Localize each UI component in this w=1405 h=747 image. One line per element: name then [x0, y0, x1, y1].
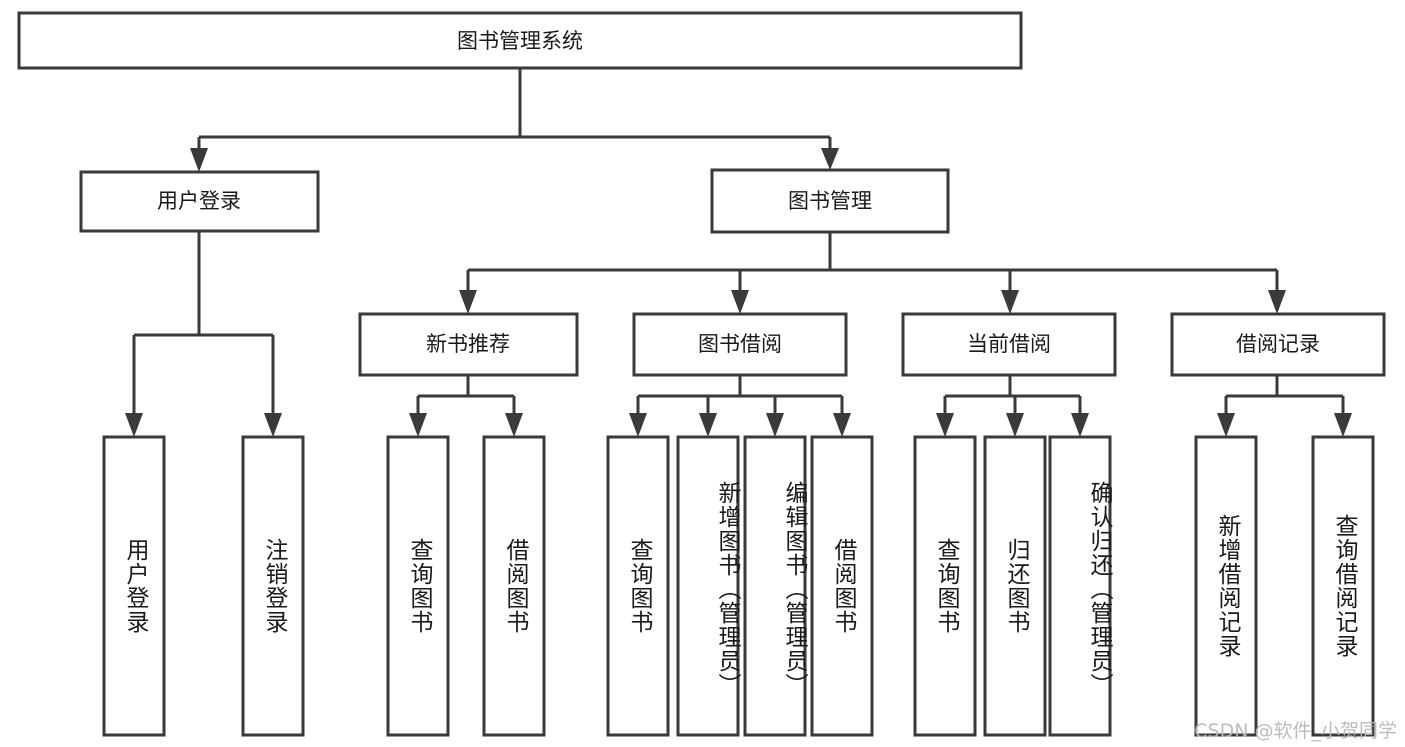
arrowhead-icon	[1071, 413, 1089, 437]
node-label-book-borrow: 图书借阅	[698, 332, 782, 356]
node-box-user-login[interactable]	[79, 170, 320, 233]
node-box-leaf-book-borrow-2[interactable]	[676, 435, 740, 737]
node-box-leaf-book-borrow-1[interactable]	[606, 435, 670, 737]
node-label-user-login: 用户登录	[157, 189, 241, 213]
arrowhead-icon	[699, 413, 717, 437]
arrowhead-icon	[264, 413, 282, 437]
node-label-borrow-record: 借阅记录	[1236, 332, 1320, 356]
node-box-book-borrow[interactable]	[632, 312, 848, 377]
node-box-leaf-new-book-2[interactable]	[482, 435, 546, 737]
node-box-leaf-current-borrow-3[interactable]	[1048, 435, 1112, 737]
node-box-leaf-book-borrow-4[interactable]	[810, 435, 874, 737]
node-label-new-book: 新书推荐	[426, 332, 510, 356]
node-box-book-manage[interactable]	[710, 168, 950, 234]
node-layer: 图书管理系统 用户登录 图书管理 新书推荐 图书借阅 当前借阅 借阅记录	[17, 11, 1386, 737]
node-label-root: 图书管理系统	[457, 29, 583, 53]
arrowhead-icon	[821, 148, 839, 170]
node-box-current-borrow[interactable]	[901, 312, 1117, 377]
arrowhead-icon	[409, 413, 427, 437]
node-box-leaf-borrow-record-1[interactable]	[1194, 435, 1258, 737]
node-box-leaf-current-borrow-1[interactable]	[913, 435, 977, 737]
arrowhead-icon	[731, 290, 749, 314]
arrowhead-icon	[190, 148, 208, 172]
node-box-leaf-book-borrow-3[interactable]	[743, 435, 807, 737]
arrowhead-icon	[1268, 290, 1286, 314]
csdn-watermark: CSDN @软件_小贺同学	[1194, 720, 1397, 742]
node-box-leaf-new-book-1[interactable]	[386, 435, 450, 737]
arrowhead-icon	[125, 413, 143, 437]
arrowhead-icon	[1217, 413, 1235, 437]
node-box-leaf-user-login-1[interactable]	[102, 435, 166, 737]
arrowhead-icon	[1334, 413, 1352, 437]
node-box-root[interactable]	[17, 11, 1023, 70]
arrowhead-icon	[833, 413, 851, 437]
arrowhead-icon	[1006, 413, 1024, 437]
arrowhead-icon	[505, 413, 523, 437]
arrowhead-icon	[766, 413, 784, 437]
node-box-borrow-record[interactable]	[1170, 312, 1386, 377]
node-box-leaf-borrow-record-2[interactable]	[1311, 435, 1375, 737]
node-label-current-borrow: 当前借阅	[967, 332, 1051, 356]
arrowhead-icon	[936, 413, 954, 437]
connector-layer	[132, 68, 1345, 413]
arrowhead-icon	[629, 413, 647, 437]
node-box-new-book[interactable]	[358, 312, 579, 377]
node-box-leaf-user-login-2[interactable]	[241, 435, 305, 737]
node-label-book-manage: 图书管理	[788, 189, 872, 213]
arrowhead-layer	[125, 148, 1352, 437]
node-box-leaf-current-borrow-2[interactable]	[983, 435, 1047, 737]
arrowhead-icon	[459, 290, 477, 314]
arrowhead-icon	[1001, 290, 1019, 314]
